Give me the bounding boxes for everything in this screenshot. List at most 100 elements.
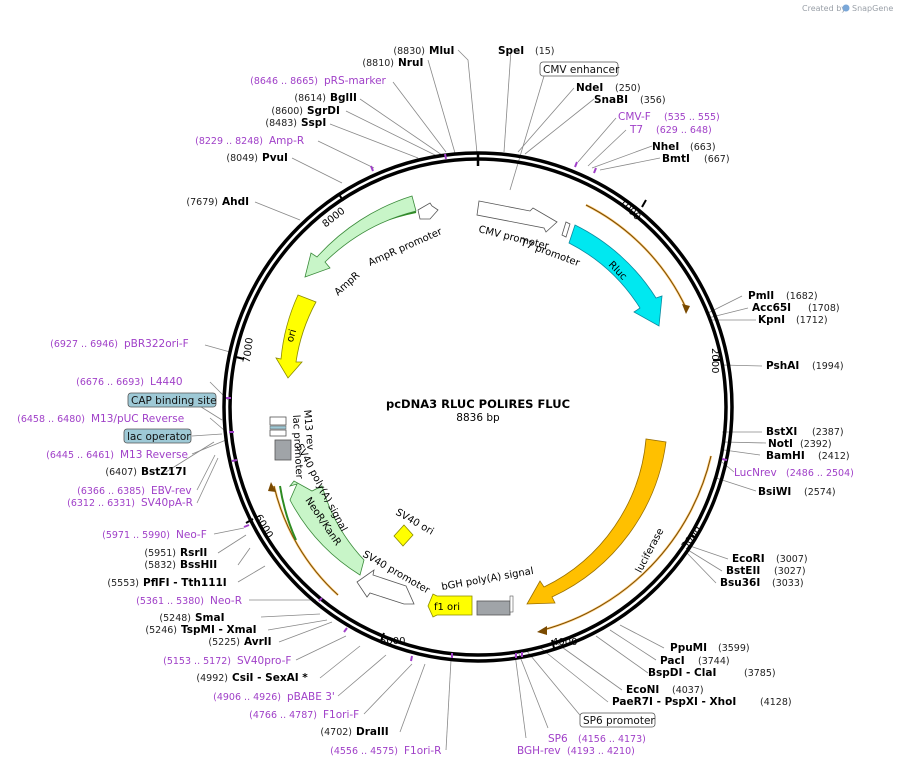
enzyme-pos-rsrii: (5951) [144,548,176,559]
feature-m13-rev[interactable] [269,416,287,426]
enzyme-name-bspdi-clai: BspDI - ClaI [648,667,716,679]
enzyme-pos-ndei: (250) [615,83,641,94]
primer-range-sp6: (4156 .. 4173) [578,734,646,745]
primer-name-sp6: SP6 [548,733,568,745]
tick-label-7000: 7000 [242,337,256,364]
enzyme-name-acc65i: Acc65I [752,302,791,314]
primer-name-pbabe3: pBABE 3' [287,691,335,703]
plasmid-name: pcDNA3 RLUC POLIRES FLUC [386,397,570,411]
enzyme-pos-csii: (4992) [196,673,228,684]
enzyme-pos-bmti: (667) [704,154,730,165]
enzyme-pos-bamhi: (2412) [818,451,850,462]
box-lac-operator[interactable] [123,428,192,444]
box-label-cap-binding-site: CAP binding site [131,395,217,407]
enzyme-pos-paci: (3744) [698,656,730,667]
tick-label-4000: 4000 [552,637,577,648]
enzyme-name-ndei: NdeI [576,82,603,94]
enzyme-pos-mlui: (8830) [393,46,425,57]
enzyme-name-nhei: NheI [652,141,679,153]
enzyme-pos-avrii: (5225) [208,637,240,648]
feature-t7-promoter[interactable] [561,221,571,238]
feature-lac-operator [269,425,287,430]
tick-label-8000: 8000 [321,206,348,230]
enzyme-pos-pflfi: (5553) [107,578,139,589]
primer-name-m13-puc-reverse: M13/pUC Reverse [91,413,184,425]
feature-neor-kanr[interactable] [288,480,365,576]
enzyme-name-paci: PacI [660,655,685,667]
enzyme-pos-ppumi: (3599) [718,643,750,654]
box-sp6-promoter[interactable] [579,712,656,728]
enzyme-name-pmli: PmlI [748,290,774,302]
feature-sv40-polya[interactable] [274,439,292,461]
left-primer-labels: (8646 .. 8665) pRS-marker (8229 .. 8248)… [17,75,441,757]
credit-brand: SnapGene [852,4,893,13]
enzyme-name-bstxi: BstXI [766,426,797,438]
enzyme-pos-kpni: (1712) [796,315,828,326]
enzyme-pos-nrui: (8810) [362,58,394,69]
primer-range-cmv-f: (535 .. 555) [664,112,720,123]
enzyme-name-smai: SmaI [195,612,225,624]
primer-range-neo-f: (5971 .. 5990) [102,530,170,541]
feature-ampr-promoter[interactable] [417,202,439,220]
feature-luciferase[interactable] [526,438,667,605]
enzyme-name-mlui: MluI [429,45,454,57]
primer-name-neo-r: Neo-R [210,595,242,607]
primer-name-neo-f: Neo-F [176,529,207,541]
primer-name-f1ori-f: F1ori-F [323,709,359,721]
enzyme-pos-tspmi: (5246) [145,625,177,636]
enzyme-name-pflfi: PflFI - Tth111I [143,577,227,589]
enzyme-name-bsteii: BstEII [726,565,760,577]
primer-name-f1ori-r: F1ori-R [404,745,441,757]
primer-name-l4440: L4440 [150,376,183,388]
enzyme-name-ahdi: AhdI [222,196,249,208]
primer-range-pbr322ori-f: (6927 .. 6946) [50,339,118,350]
enzyme-name-sspi: SspI [301,117,326,129]
right-enzyme-labels: SpeI (15) NdeI (250) SnaBI (356) NheI (6… [498,45,850,708]
box-cmv-enhancer[interactable] [539,61,619,77]
enzyme-name-bsiwi: BsiWI [758,486,791,498]
enzyme-name-econi: EcoNI [626,684,659,696]
feature-lac-promoter[interactable] [269,429,287,437]
feature-sv40-ori[interactable] [393,524,414,547]
feature-rluc[interactable] [568,224,663,327]
primer-range-f1ori-f: (4766 .. 4787) [249,710,317,721]
enzyme-name-rsrii: RsrII [180,547,207,559]
feature-ori[interactable] [275,294,317,379]
tick-label-2000: 2000 [709,348,720,373]
enzyme-pos-bsiwi: (2574) [804,487,836,498]
enzyme-name-draiii: DraIII [356,726,389,738]
feature-label-ampr: AmpR [333,270,363,298]
enzyme-pos-draiii: (4702) [320,727,352,738]
enzyme-pos-noti: (2392) [800,439,832,450]
feature-f1-ori[interactable] [427,593,473,618]
primer-name-t7: T7 [629,124,643,136]
primer-name-prs-marker: pRS-marker [324,75,387,87]
feature-bgh-polya[interactable] [476,600,511,616]
feature-sv40-promoter[interactable] [356,569,415,605]
primer-range-ebv-rev: (6366 .. 6385) [77,486,145,497]
primer-range-amp-r: (8229 .. 8248) [195,136,263,147]
primer-range-sv40pro-f: (5153 .. 5172) [163,656,231,667]
feature-label-bgh-polya: bGH poly(A) signal [441,566,535,593]
primer-name-sv40pro-f: SV40pro-F [237,655,291,667]
primer-range-t7: (629 .. 648) [656,125,712,136]
primer-name-pbr322ori-f: pBR322ori-F [124,338,189,350]
enzyme-name-ecori: EcoRI [732,553,765,565]
enzyme-name-avrii: AvrII [244,636,272,648]
primer-range-neo-r: (5361 .. 5380) [136,596,204,607]
feature-label-f1-ori: f1 ori [434,602,460,613]
primer-name-sv40pa-r: SV40pA-R [141,497,193,509]
primer-name-bgh-rev: BGH-rev [517,745,561,757]
enzyme-name-pvui: PvuI [262,152,288,164]
enzyme-pos-bsteii: (3027) [774,566,806,577]
primer-range-sv40pa-r: (6312 .. 6331) [67,498,135,509]
enzyme-name-bsu36i: Bsu36I [720,577,760,589]
feature-bgh-marker [509,595,514,613]
enzyme-name-ppumi: PpuMI [670,642,707,654]
enzyme-name-sgrdi: SgrDI [307,105,340,117]
primer-range-pbabe3: (4906 .. 4926) [213,692,281,703]
box-cap-binding-site[interactable] [127,392,217,408]
primer-range-m13-puc-reverse: (6458 .. 6480) [17,414,85,425]
feature-ampr[interactable] [304,195,417,278]
feature-cmv-promoter[interactable] [476,200,558,233]
